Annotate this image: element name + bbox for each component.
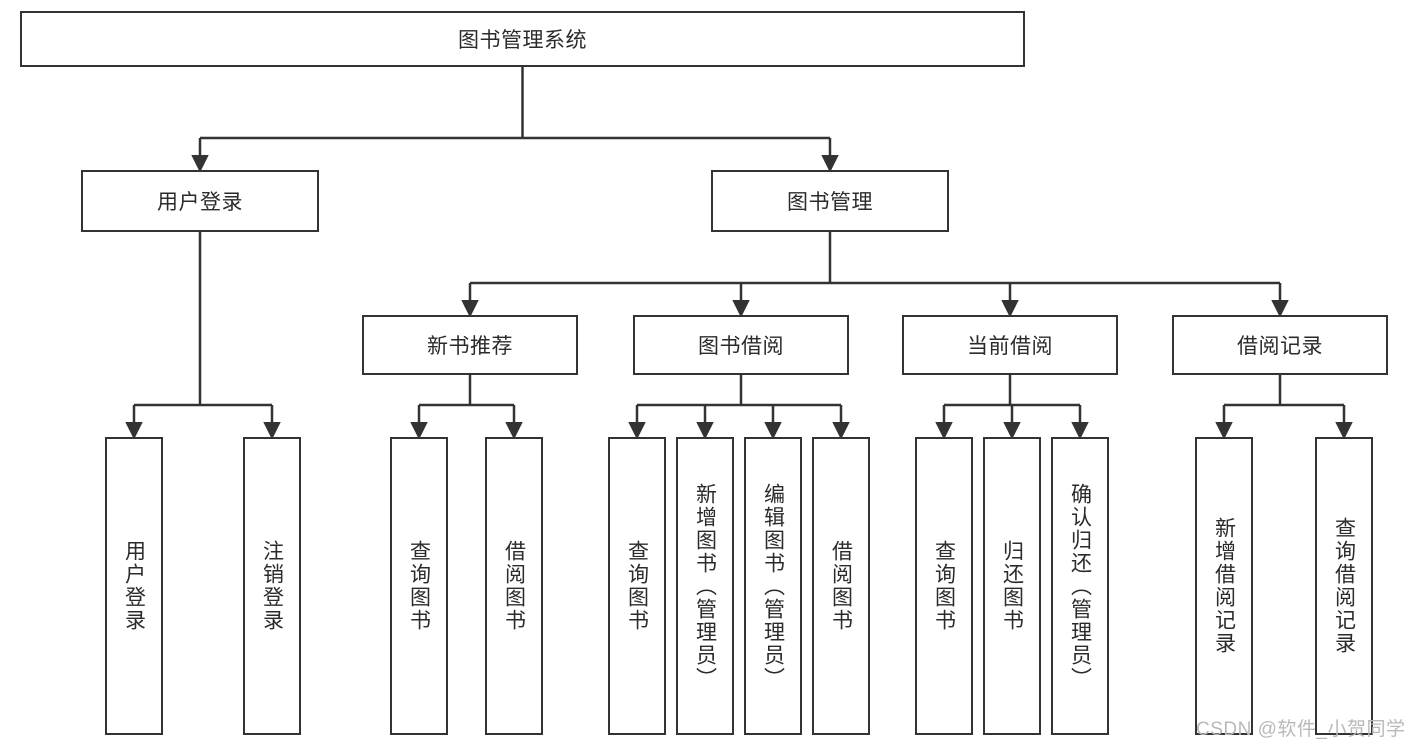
node-label: 借阅图书 [829, 540, 853, 632]
node-label: 查询图书 [932, 540, 956, 632]
node-label: 借阅记录 [1237, 335, 1323, 358]
node-borrow-record[interactable]: 借阅记录 [1172, 315, 1388, 375]
node-user-login[interactable]: 用户登录 [81, 170, 319, 232]
node-label: 图书借阅 [698, 335, 784, 358]
node-leaf-borrow-book-2[interactable]: 借阅图书 [812, 437, 870, 735]
node-label: 用户登录 [122, 540, 146, 632]
node-book-manage[interactable]: 图书管理 [711, 170, 949, 232]
node-leaf-user-login[interactable]: 用户登录 [105, 437, 163, 735]
node-label: 查询借阅记录 [1332, 517, 1356, 655]
node-book-borrow[interactable]: 图书借阅 [633, 315, 849, 375]
node-leaf-return-book[interactable]: 归还图书 [983, 437, 1041, 735]
node-label: 编辑图书（管理员） [761, 482, 785, 690]
node-new-book-rec[interactable]: 新书推荐 [362, 315, 578, 375]
node-label: 归还图书 [1000, 540, 1024, 632]
node-leaf-user-logout[interactable]: 注销登录 [243, 437, 301, 735]
node-label: 用户登录 [157, 191, 243, 214]
node-leaf-query-record[interactable]: 查询借阅记录 [1315, 437, 1373, 735]
node-label: 新增图书（管理员） [693, 482, 717, 690]
node-leaf-add-book[interactable]: 新增图书（管理员） [676, 437, 734, 735]
node-leaf-edit-book[interactable]: 编辑图书（管理员） [744, 437, 802, 735]
node-root[interactable]: 图书管理系统 [20, 11, 1025, 67]
node-label: 查询图书 [625, 540, 649, 632]
node-label: 注销登录 [260, 540, 284, 632]
node-label: 确认归还（管理员） [1068, 482, 1092, 690]
node-label: 图书管理 [787, 191, 873, 214]
node-label: 新增借阅记录 [1212, 517, 1236, 655]
node-leaf-add-record[interactable]: 新增借阅记录 [1195, 437, 1253, 735]
node-leaf-confirm-return[interactable]: 确认归还（管理员） [1051, 437, 1109, 735]
node-leaf-borrow-book-1[interactable]: 借阅图书 [485, 437, 543, 735]
node-label: 图书管理系统 [458, 29, 587, 52]
node-leaf-query-book-3[interactable]: 查询图书 [915, 437, 973, 735]
node-label: 借阅图书 [502, 540, 526, 632]
watermark-label: CSDN @软件_小贺同学 [1196, 719, 1405, 740]
node-leaf-query-book-2[interactable]: 查询图书 [608, 437, 666, 735]
node-current-borrow[interactable]: 当前借阅 [902, 315, 1118, 375]
node-label: 当前借阅 [967, 335, 1053, 358]
node-label: 查询图书 [407, 540, 431, 632]
node-leaf-query-book-1[interactable]: 查询图书 [390, 437, 448, 735]
node-label: 新书推荐 [427, 335, 513, 358]
